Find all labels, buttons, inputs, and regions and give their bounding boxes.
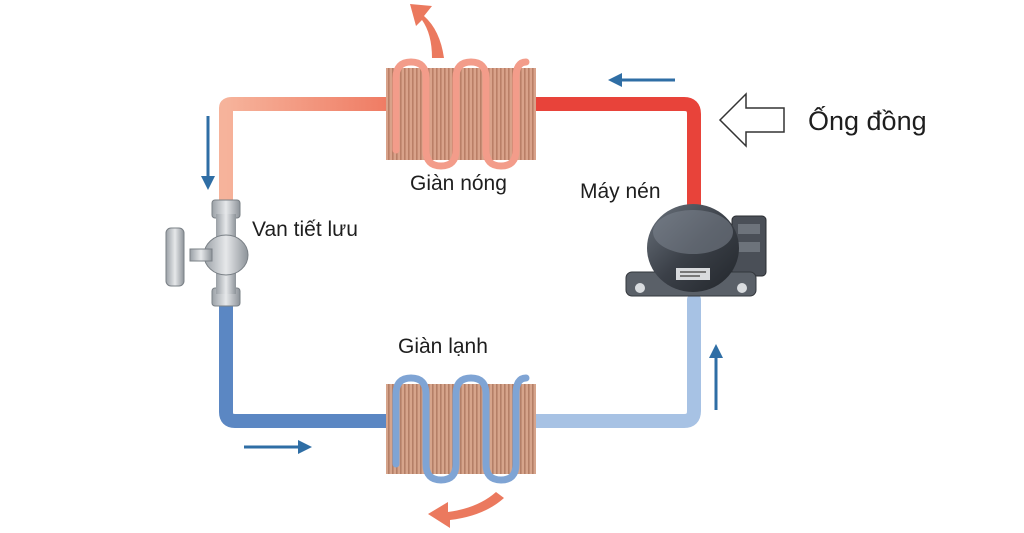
valve-icon (165, 199, 249, 307)
copper-pipe-label: Ống đồng (808, 106, 927, 136)
flow-arrow-right-up (709, 344, 723, 410)
pipe-bottom-left (219, 295, 399, 428)
cold-coil (386, 374, 536, 484)
flow-arrow-top-left (608, 73, 675, 87)
flow-arrows (201, 73, 723, 454)
cold-coil-label: Giàn lạnh (398, 335, 488, 358)
compressor-label: Máy nén (580, 180, 661, 203)
pipe-top-left (219, 97, 399, 209)
heat-arrow-down (428, 492, 504, 528)
hot-coil (386, 58, 536, 170)
hot-coil-tubes (392, 58, 530, 170)
flow-arrow-bottom-right (244, 440, 312, 454)
pipe-bottom-right (525, 293, 701, 428)
hot-coil-fins (386, 68, 536, 160)
hot-coil-label: Giàn nóng (410, 172, 507, 195)
cold-coil-fins (386, 384, 536, 474)
heat-arrow-up (410, 4, 444, 58)
compressor-icon (625, 204, 767, 297)
cold-coil-tubes (392, 374, 530, 484)
pipe-top-right (525, 97, 701, 215)
expansion-valve-label: Van tiết lưu (252, 218, 358, 241)
pipe-loop (219, 97, 701, 428)
heat-arrows (410, 4, 504, 528)
flow-arrow-left-down (201, 116, 215, 190)
hollow-arrow-left-icon (718, 92, 785, 148)
